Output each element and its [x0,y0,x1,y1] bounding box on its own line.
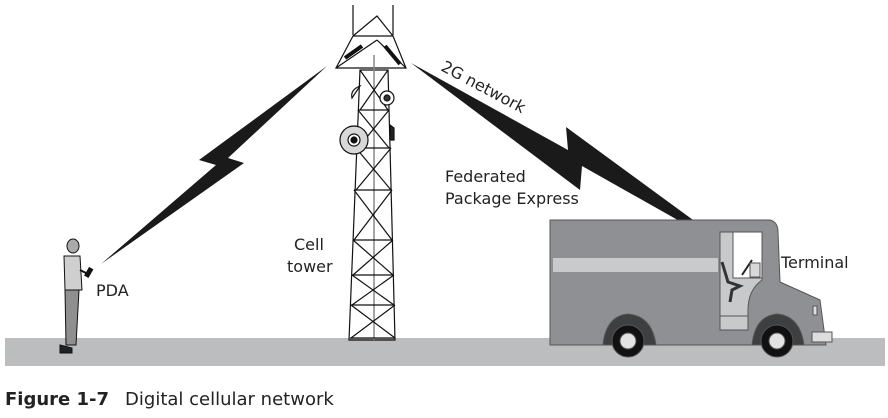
figure-caption: Figure 1-7 Digital cellular network [5,389,334,410]
company-label-line2: Package Express [445,189,579,208]
figure-title: Digital cellular network [125,389,334,410]
delivery-truck [549,219,833,358]
cell-tower-label-line2: tower [287,257,333,276]
signal-bolt-pda-to-tower [101,66,327,264]
cell-tower-label-line1: Cell [294,235,324,254]
person-with-pda [59,238,94,354]
company-label-line1: Federated [445,167,526,186]
signal-bolt-tower-to-truck [411,63,745,258]
terminal-label: Terminal [781,253,849,272]
cell-tower [335,5,407,341]
pda-label: PDA [96,281,129,300]
figure-number: Figure 1-7 [5,389,110,410]
